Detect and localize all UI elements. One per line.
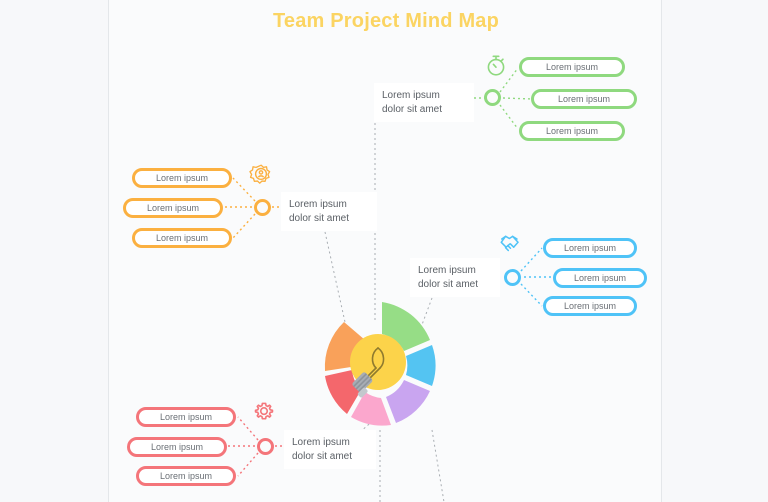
segment-blue: [406, 345, 436, 386]
branch-blue-label: Lorem ipsum dolor sit amet: [410, 258, 500, 297]
branch-green-label: Lorem ipsum dolor sit amet: [374, 83, 474, 122]
center-wheel: [316, 300, 444, 428]
segment-pink: [351, 392, 391, 426]
branch-orange-node[interactable]: [254, 199, 271, 216]
branch-orange-item-3[interactable]: Lorem ipsum: [132, 228, 232, 248]
lightbulb-icon: [350, 334, 406, 398]
branch-blue-node[interactable]: [504, 269, 521, 286]
branch-green-node[interactable]: [484, 89, 501, 106]
segment-orange: [324, 322, 365, 371]
branch-red-item-1[interactable]: Lorem ipsum: [136, 407, 236, 427]
branch-red-label: Lorem ipsum dolor sit amet: [284, 430, 376, 469]
branch-blue-item-2[interactable]: Lorem ipsum: [553, 268, 647, 288]
branch-orange-item-2[interactable]: Lorem ipsum: [123, 198, 223, 218]
segment-purple: [386, 380, 430, 423]
branch-green-item-3[interactable]: Lorem ipsum: [519, 121, 625, 141]
branch-orange-label: Lorem ipsum dolor sit amet: [281, 192, 377, 231]
handshake-icon: [500, 235, 519, 252]
page-title: Team Project Mind Map: [272, 10, 500, 32]
branch-red-item-2[interactable]: Lorem ipsum: [127, 437, 227, 457]
branch-red-node[interactable]: [257, 438, 274, 455]
branch-blue-item-3[interactable]: Lorem ipsum: [543, 296, 637, 316]
gear-icon: [254, 402, 274, 420]
segment-red: [325, 370, 361, 414]
segment-green: [382, 302, 430, 351]
award-badge-icon: [249, 164, 271, 184]
stopwatch-icon: [487, 55, 505, 76]
branch-orange-item-1[interactable]: Lorem ipsum: [132, 168, 232, 188]
wheel-segments: [324, 302, 436, 426]
branch-green-item-1[interactable]: Lorem ipsum: [519, 57, 625, 77]
branch-blue-item-1[interactable]: Lorem ipsum: [543, 238, 637, 258]
branch-green-item-2[interactable]: Lorem ipsum: [531, 89, 637, 109]
branch-red-item-3[interactable]: Lorem ipsum: [136, 466, 236, 486]
